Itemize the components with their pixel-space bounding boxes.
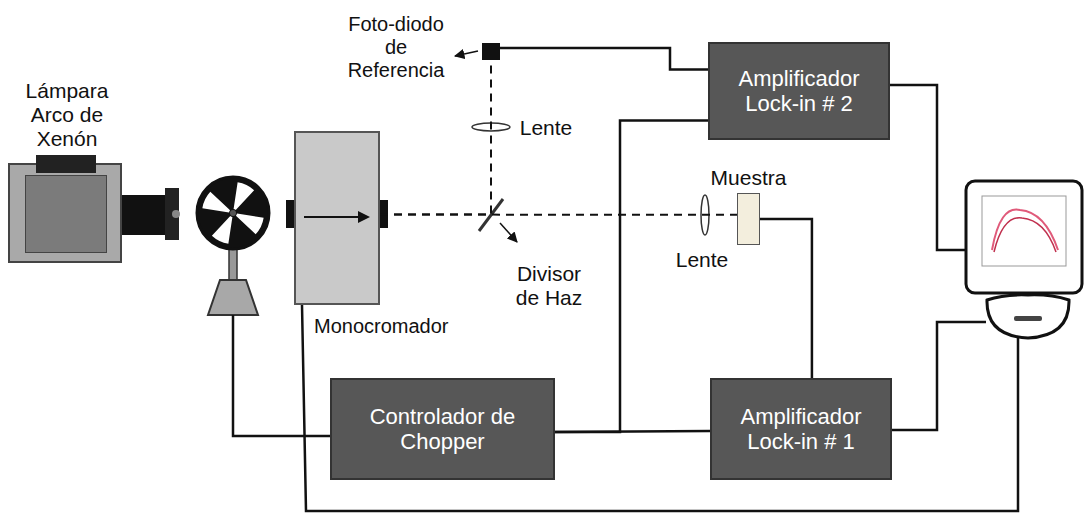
signal-wire [500,48,708,69]
chopper [197,177,269,315]
lens-label: Lente [516,116,576,140]
light-beam [380,214,737,216]
light-beam [380,60,491,215]
signal-wire [760,219,812,378]
controller-box: Controlador de Chopper [330,378,555,480]
lamp-housing: Lámpara Arco de Xenón [8,163,122,263]
lamp-core [25,175,107,253]
wires [233,85,1018,511]
computer [966,181,1082,338]
splitter-label: Divisor de Haz [505,262,593,310]
lock-in-box: Amplificador Lock-in # 1 [710,378,892,480]
box-label: Amplificador Lock-in # 2 [720,66,878,117]
monochromator-box: Monocromador [294,131,380,305]
splitter-pointer [500,223,517,242]
photodiode: Foto-diodo de Referencia [482,43,500,60]
part-label: Lámpara Arco de Xenón [4,79,130,151]
box-label: Amplificador Lock-in # 1 [722,404,880,455]
chopper-slot [202,192,230,213]
part-label: Muestra [711,166,787,190]
lens-label: Lente [672,248,732,272]
chopper-slot [234,182,255,210]
sample-holder: Muestra [737,193,760,245]
chopper-slot [212,216,233,244]
chopper-slot [236,214,264,235]
lamp-top [36,155,96,173]
box-label: Controlador de Chopper [342,404,543,455]
part-label: Foto-diodo de Referencia [340,13,452,82]
photodiode-pointer [455,51,478,56]
part-label: Monocromador [314,315,449,338]
lock-in-box: Amplificador Lock-in # 2 [708,42,890,140]
light-arrow [302,207,372,227]
